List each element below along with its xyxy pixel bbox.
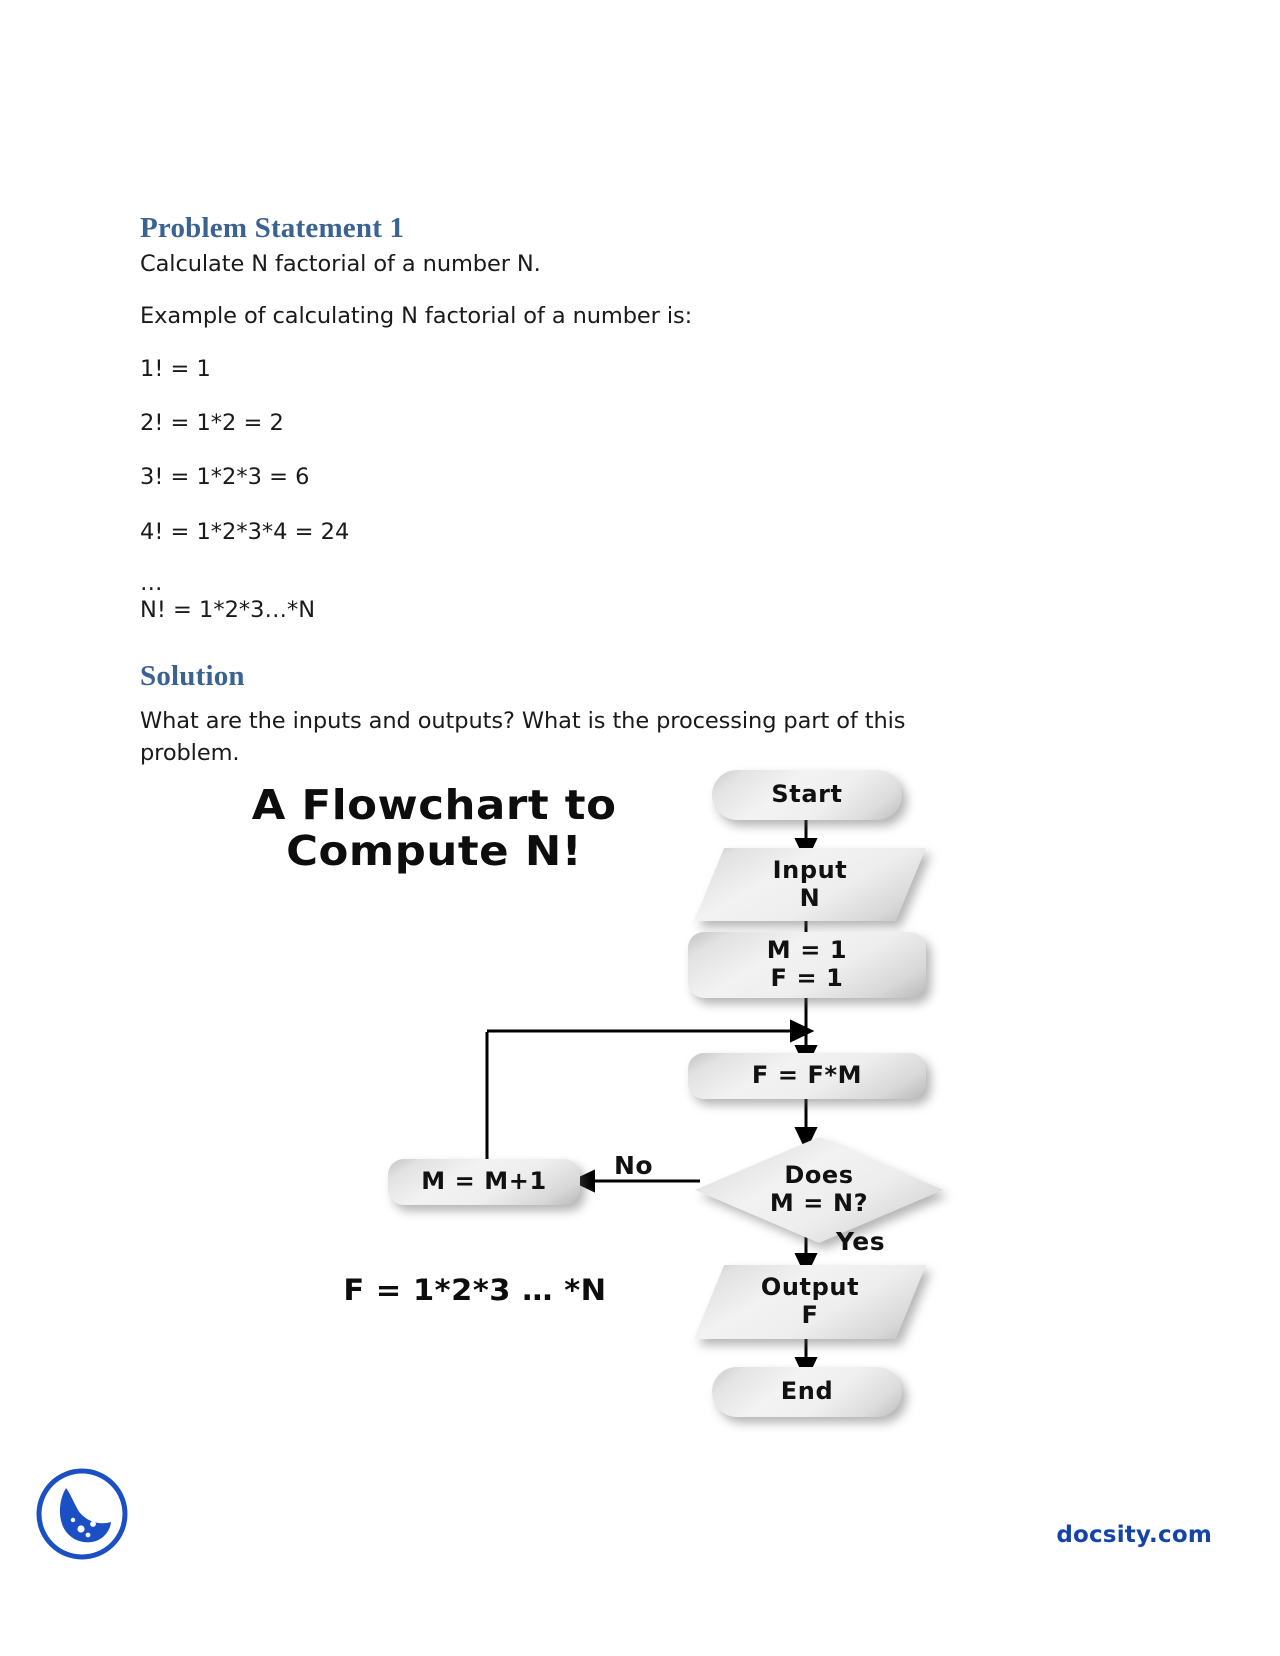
flowchart-title: A Flowchart to Compute N! bbox=[185, 781, 683, 875]
flowchart-node-multiply-label: F = F*M bbox=[751, 1061, 863, 1090]
equation-ellipsis: … bbox=[140, 569, 163, 596]
solution-question-line-1: What are the inputs and outputs? What is… bbox=[140, 708, 906, 735]
flowchart-title-line-1: A Flowchart to bbox=[251, 781, 617, 829]
init-label-line-2: F = 1 bbox=[770, 964, 844, 992]
factorial-equation-1: 1! = 1 bbox=[140, 355, 211, 382]
parallelogram-shape bbox=[694, 848, 926, 921]
flowchart-node-end-label: End bbox=[780, 1377, 834, 1406]
decision-label-line-1: Does bbox=[784, 1161, 854, 1190]
input-label-line-1: Input bbox=[772, 855, 848, 884]
flowchart-node-output[interactable]: Output F bbox=[694, 1265, 926, 1339]
factorial-general-equation: N! = 1*2*3…*N bbox=[140, 597, 316, 624]
flowchart-figure: A Flowchart to Compute N! F = 1*2*3 … *N bbox=[0, 755, 1280, 1435]
factorial-equation-2: 2! = 1*2 = 2 bbox=[140, 410, 284, 437]
flowchart-node-increment[interactable]: M = M+1 bbox=[388, 1159, 580, 1205]
flowchart-node-multiply[interactable]: F = F*M bbox=[688, 1053, 926, 1099]
factorial-equation-4: 4! = 1*2*3*4 = 24 bbox=[140, 518, 350, 545]
flowchart-node-end[interactable]: End bbox=[712, 1367, 902, 1417]
flowchart-title-line-2: Compute N! bbox=[286, 826, 583, 875]
flowchart-node-start[interactable]: Start bbox=[712, 770, 902, 820]
flowchart-node-increment-label: M = M+1 bbox=[421, 1167, 547, 1196]
init-label-line-1: M = 1 bbox=[766, 936, 848, 965]
flowchart-node-decision-label: Does M = N? bbox=[695, 1137, 943, 1243]
example-intro-text: Example of calculating N factorial of a … bbox=[140, 302, 693, 329]
factorial-equation-3: 3! = 1*2*3 = 6 bbox=[140, 464, 310, 491]
document-content: Problem Statement 1 Calculate N factoria… bbox=[140, 212, 1070, 770]
flowchart-node-initialize-label: M = 1 F = 1 bbox=[766, 936, 848, 993]
problem-statement-heading: Problem Statement 1 bbox=[140, 212, 405, 244]
docsity-logo bbox=[36, 1468, 128, 1560]
input-label-line-2: N bbox=[799, 883, 821, 912]
output-label-line-1: Output bbox=[760, 1273, 860, 1302]
solution-heading: Solution bbox=[140, 659, 245, 692]
decision-label-line-2: M = N? bbox=[769, 1189, 869, 1217]
docsity-watermark: docsity.com bbox=[1056, 1522, 1212, 1548]
flowchart-node-start-label: Start bbox=[771, 780, 843, 809]
problem-statement-text: Calculate N factorial of a number N. bbox=[140, 251, 541, 278]
solution-question-line-2: problem. bbox=[140, 740, 240, 767]
solution-question-text: What are the inputs and outputs? What is… bbox=[140, 706, 1070, 770]
flowchart-node-input[interactable]: Input N bbox=[694, 848, 926, 921]
flowchart-node-output-label: Output F bbox=[694, 1265, 926, 1339]
parallelogram-shape bbox=[694, 1265, 926, 1339]
flowchart-node-initialize[interactable]: M = 1 F = 1 bbox=[688, 932, 926, 998]
flowchart-note: F = 1*2*3 … *N bbox=[343, 1273, 607, 1307]
output-label-line-2: F bbox=[801, 1301, 819, 1329]
flowchart-node-decision[interactable]: Does M = N? bbox=[695, 1137, 943, 1243]
flowchart-edge-label-yes: Yes bbox=[836, 1227, 886, 1256]
flowchart-node-input-label: Input N bbox=[694, 848, 926, 921]
flowchart-edge-label-no: No bbox=[614, 1151, 654, 1180]
